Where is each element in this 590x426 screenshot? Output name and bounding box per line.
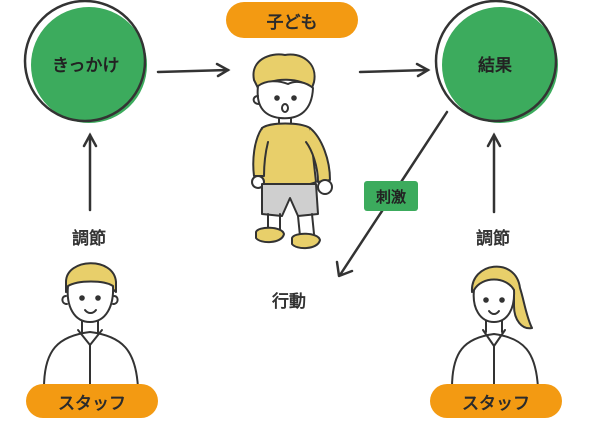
child-illustration xyxy=(251,53,333,250)
staff-right-label: スタッフ xyxy=(462,393,530,414)
result-circle xyxy=(434,0,558,123)
stimulus-tag: 刺激 xyxy=(364,181,418,211)
arrow-trigger-to-child xyxy=(156,62,231,78)
staff-right-illustration xyxy=(451,265,539,389)
staff-left-pill: スタッフ xyxy=(26,384,158,418)
staff-right-pill: スタッフ xyxy=(430,384,562,418)
behavior-label: 行動 xyxy=(272,292,306,312)
stimulus-label: 刺激 xyxy=(375,187,406,206)
trigger-circle xyxy=(23,0,147,123)
arrow-child-to-result xyxy=(358,62,431,78)
child-label: 子ども xyxy=(266,12,318,33)
staff-left-illustration xyxy=(43,262,139,389)
trigger-label: きっかけ xyxy=(52,56,120,76)
arrow-left-adjust xyxy=(82,132,98,212)
arrow-right-adjust xyxy=(486,132,502,214)
adjust-right-label: 調節 xyxy=(476,229,510,249)
adjust-left-label: 調節 xyxy=(72,229,106,249)
staff-left-label: スタッフ xyxy=(58,393,126,414)
result-label: 結果 xyxy=(478,56,512,76)
child-pill: 子ども xyxy=(226,2,358,38)
